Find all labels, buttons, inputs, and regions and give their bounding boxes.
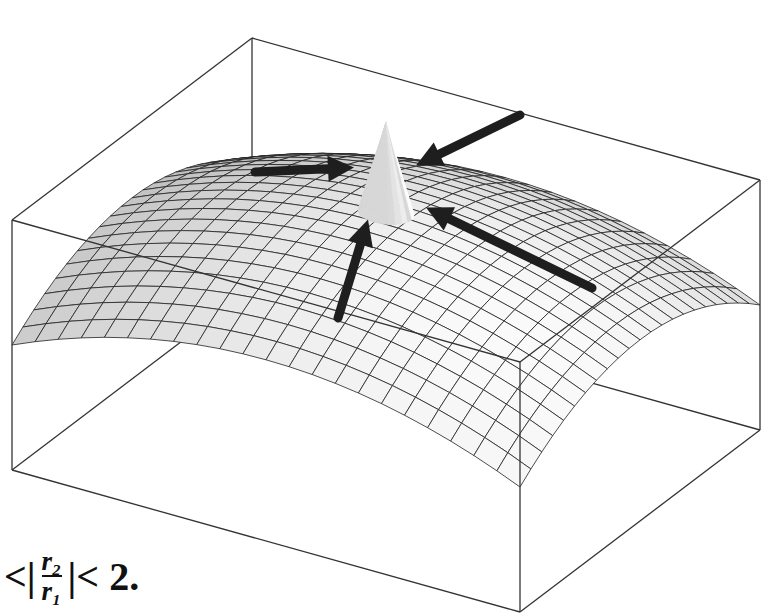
box-edge	[11, 220, 12, 470]
mesh-cell	[497, 453, 531, 487]
box-edge	[12, 38, 252, 220]
box-edge	[519, 362, 520, 612]
arrow-shaft	[255, 169, 328, 172]
formula-text: <|	[4, 557, 36, 597]
arrow-shaft	[439, 115, 520, 154]
formula: <|r₂r₁|< 2.	[4, 548, 139, 605]
box-edge	[520, 430, 760, 612]
arrow-head	[426, 207, 455, 230]
spike-face	[386, 123, 402, 225]
arrow-head	[327, 156, 354, 182]
spike-face	[386, 123, 407, 224]
fraction: r₂r₁	[42, 548, 62, 605]
arrow-head	[348, 220, 373, 249]
formula-text: r₁	[42, 575, 62, 605]
arrow-head	[416, 142, 445, 165]
arrow-shaft	[338, 244, 360, 318]
formula-text: r₂	[42, 548, 62, 575]
box-edge	[12, 220, 520, 362]
arrow-shaft	[449, 219, 592, 288]
box-edge	[12, 288, 252, 470]
box-edge	[12, 470, 520, 612]
box-edge	[759, 180, 760, 430]
formula-text: |< 2.	[68, 557, 140, 597]
spike	[358, 123, 414, 225]
